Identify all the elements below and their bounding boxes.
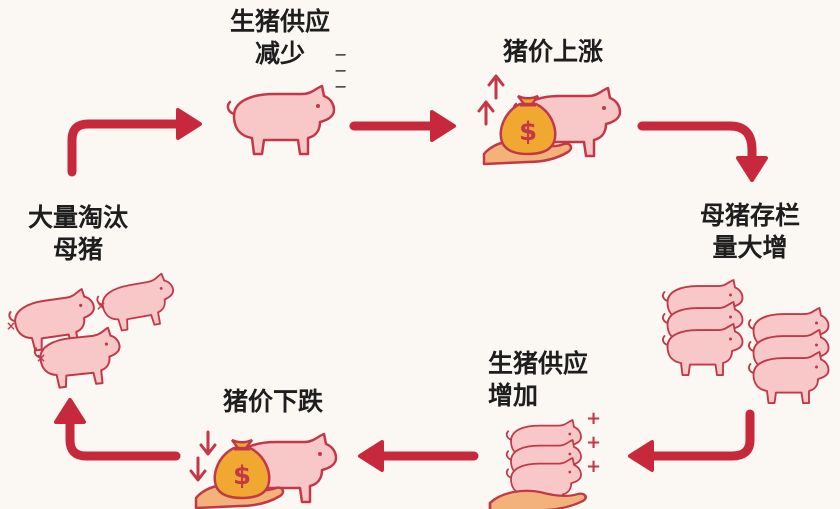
minus-mark: − [334, 77, 347, 96]
cross-mark: × [6, 319, 16, 333]
pig-icon [226, 84, 336, 156]
pig-stack-icon [662, 279, 744, 376]
minus-mark: − [334, 61, 347, 80]
label-line: 大量淘汰 [27, 203, 128, 232]
up-arrow-icon [477, 74, 505, 126]
plus-icon: + + + [586, 408, 601, 477]
cross-mark: × [36, 351, 46, 365]
label-line: 母猪存栏 [699, 201, 800, 230]
label-sow-cull: 大量淘汰 母猪 [18, 202, 138, 266]
minus-icon: − − − [334, 45, 347, 96]
label-price-fall: 猪价下跌 [208, 386, 338, 418]
label-supply-decrease: 生猪供应 减少 [220, 6, 340, 70]
cross-icon: × × × [6, 299, 106, 365]
arrow-supply-increase-to-fall [358, 440, 479, 472]
pig-stack-icon [748, 307, 830, 404]
down-arrow-icon [189, 430, 217, 482]
label-line: 生猪供应 [229, 7, 330, 36]
label-price-rise: 猪价上涨 [488, 36, 618, 68]
money-bag-icon: $ [499, 94, 557, 156]
label-supply-increase: 生猪供应 增加 [488, 348, 608, 412]
arrow-fall-to-cull [54, 398, 181, 461]
label-line: 猪价上涨 [502, 37, 603, 66]
arrow-rise-to-sow-increase [637, 121, 768, 182]
arrow-sow-increase-to-supply-increase [628, 409, 755, 472]
dollar-sign: $ [233, 461, 251, 491]
label-line: 增加 [488, 381, 539, 410]
label-line: 母猪 [52, 235, 103, 264]
plus-mark: + [586, 432, 601, 453]
label-line: 猪价下跌 [222, 387, 323, 416]
label-sow-increase: 母猪存栏 量大增 [690, 200, 810, 264]
hand-icon [488, 489, 588, 509]
plus-mark: + [586, 456, 601, 477]
label-line: 量大增 [712, 233, 788, 262]
arrow-decrease-to-rise [349, 110, 456, 142]
minus-mark: − [334, 45, 347, 64]
arrow-cull-to-decrease [67, 108, 202, 177]
dollar-sign: $ [519, 117, 537, 147]
cross-mark: × [96, 299, 106, 313]
plus-mark: + [586, 408, 601, 429]
label-line: 减少 [254, 39, 305, 68]
dead-pig-icon [6, 271, 180, 391]
money-bag-icon: $ [213, 438, 271, 500]
label-line: 生猪供应 [488, 349, 589, 378]
